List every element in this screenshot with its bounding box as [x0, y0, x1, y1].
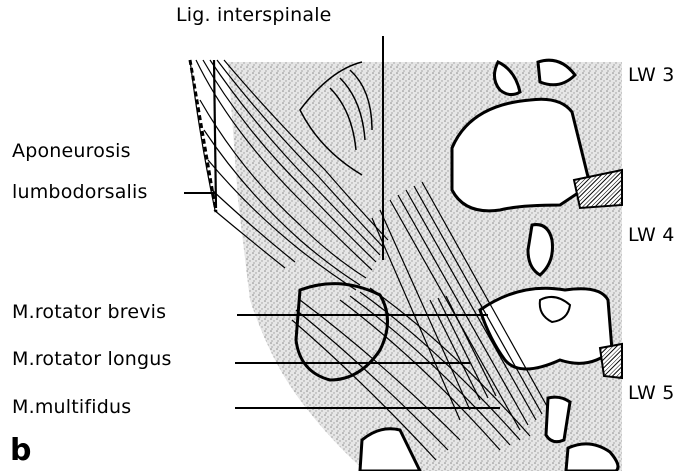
label-lig-interspinale: Lig. interspinale [176, 6, 332, 25]
vertebral-column [228, 60, 622, 471]
label-aponeurosis-line2: lumbodorsalis [12, 183, 148, 202]
label-rotator-brevis: M.rotator brevis [12, 303, 166, 322]
vertebra-label-lw3: LW 3 [628, 66, 675, 85]
label-multifidus: M.multifidus [12, 398, 131, 417]
label-aponeurosis-line1: Aponeurosis [12, 142, 131, 161]
label-rotator-longus: M.rotator longus [12, 350, 172, 369]
vertebra-label-lw4: LW 4 [628, 226, 675, 245]
vertebra-label-lw5: LW 5 [628, 384, 675, 403]
aponeurosis-edge [190, 60, 216, 212]
panel-letter: b [10, 436, 32, 466]
